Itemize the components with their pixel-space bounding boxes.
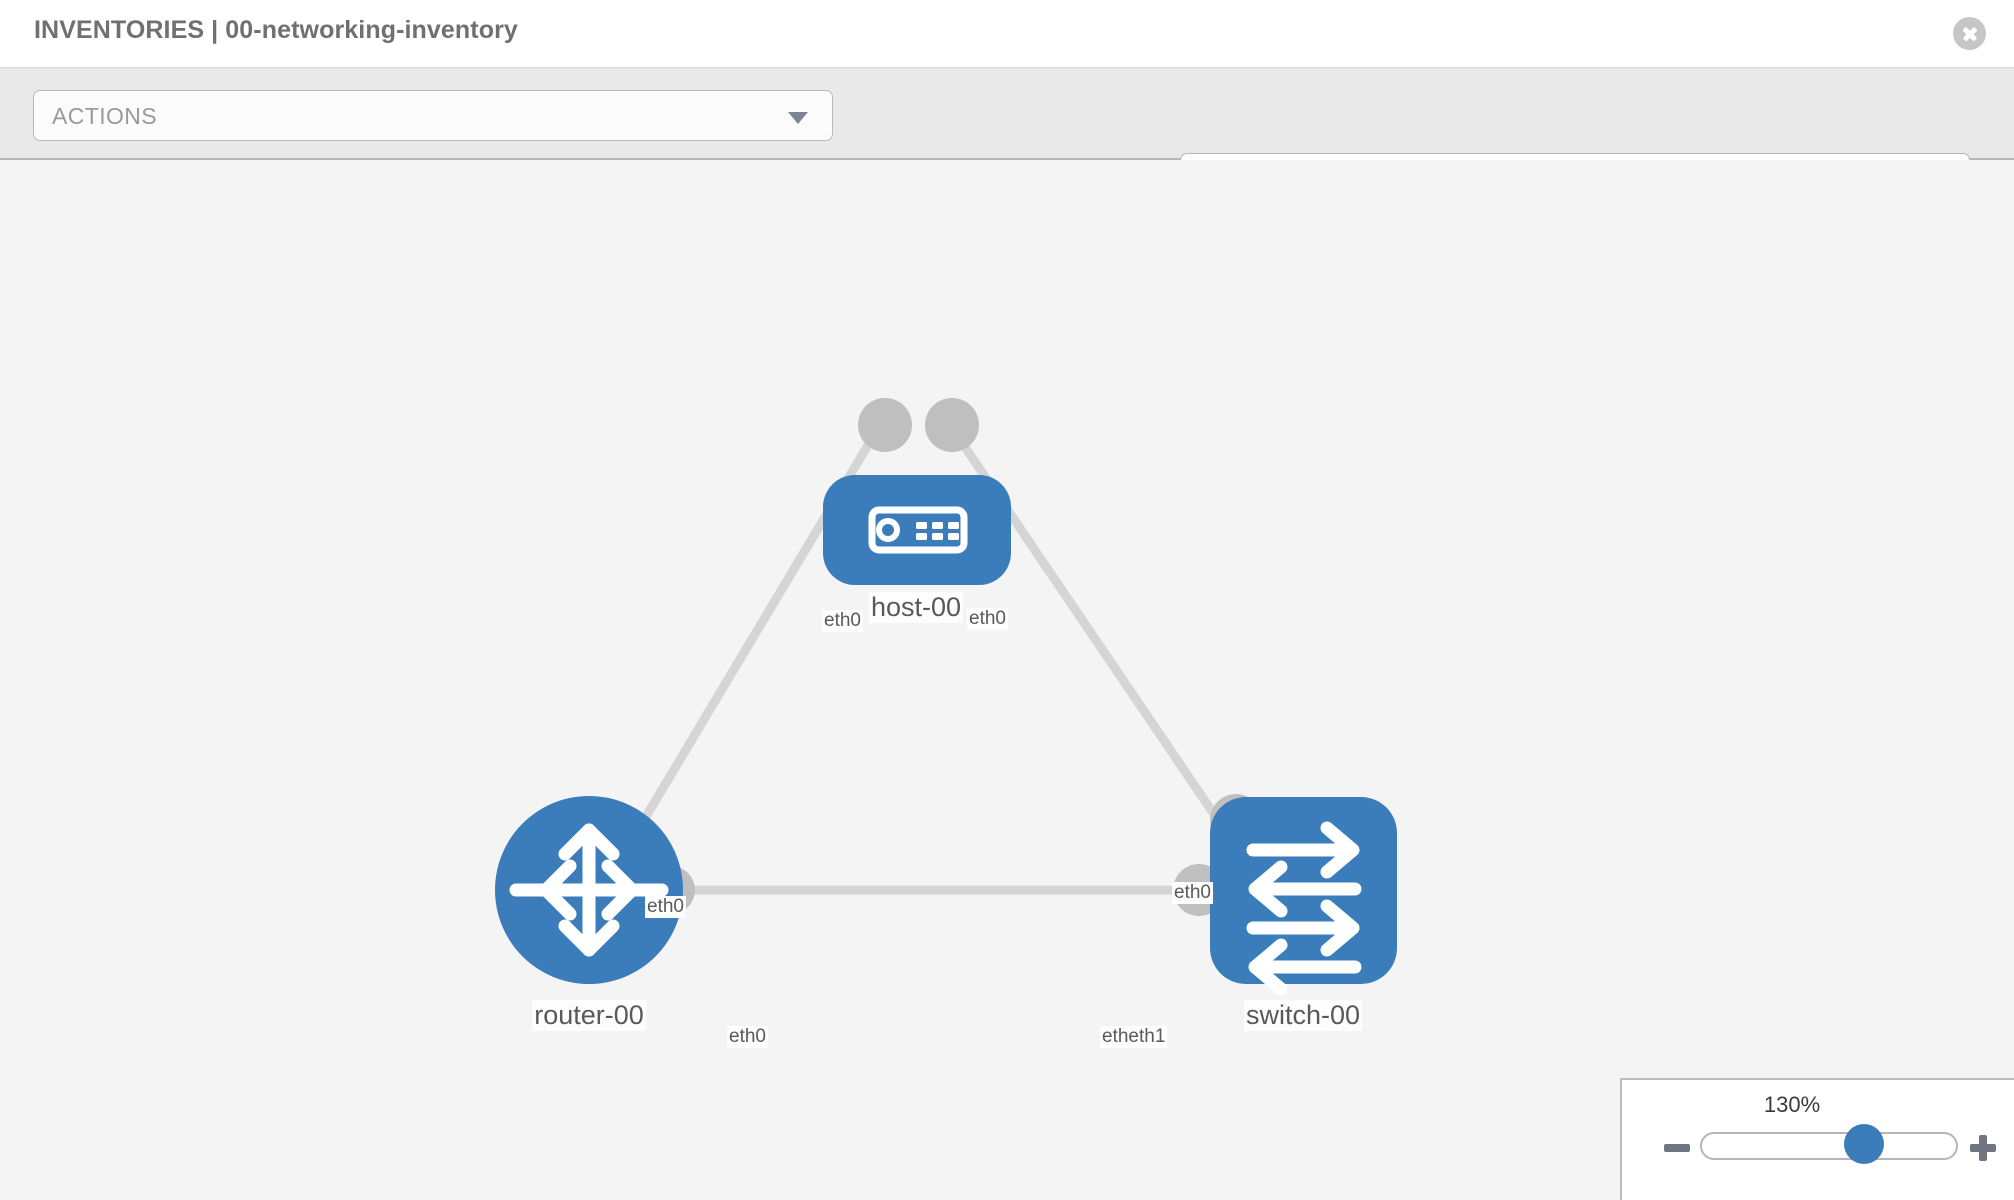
edge-label: eth0	[822, 610, 863, 632]
plus-icon[interactable]	[1970, 1135, 1996, 1161]
chevron-down-icon	[788, 112, 808, 124]
router-icon	[509, 823, 669, 957]
edge-label: etheth1	[1100, 1026, 1168, 1048]
zoom-control-panel: 130%	[1620, 1078, 2014, 1200]
edge-label: eth0	[727, 1026, 768, 1048]
server-icon-ports	[916, 522, 959, 540]
node-label-router-00: router-00	[532, 1000, 646, 1031]
minus-icon[interactable]	[1664, 1135, 1690, 1161]
server-icon-led	[876, 518, 900, 542]
edge-label: eth0	[967, 608, 1008, 630]
connector-host-left	[858, 398, 912, 452]
actions-dropdown-label: ACTIONS	[52, 103, 158, 129]
switch-icon	[1246, 821, 1362, 996]
page-header: INVENTORIES | 00-networking-inventory	[0, 0, 2014, 68]
node-label-host-00: host-00	[868, 592, 964, 623]
zoom-slider-track[interactable]	[1700, 1132, 1958, 1160]
topology-canvas[interactable]: host-00 router-00 switch-00 eth0 eth0 et…	[0, 160, 2014, 1200]
node-label-switch-00: switch-00	[1243, 1000, 1363, 1031]
node-switch-00	[1210, 797, 1397, 996]
zoom-level-value: 130%	[1763, 1092, 1821, 1117]
node-router-00	[495, 796, 683, 984]
edge-label: eth0	[645, 896, 686, 918]
edge-label: eth0	[1172, 882, 1213, 904]
node-host-00	[823, 475, 1011, 585]
toolbar: ACTIONS SEARCH	[0, 68, 2014, 209]
connector-host-right	[925, 398, 979, 452]
server-icon	[868, 506, 968, 554]
actions-dropdown[interactable]: ACTIONS	[33, 90, 833, 141]
page-title: INVENTORIES | 00-networking-inventory	[34, 16, 518, 44]
topology-graph	[495, 398, 1397, 996]
zoom-slider-thumb[interactable]	[1844, 1124, 1884, 1164]
close-icon[interactable]	[1953, 17, 1986, 50]
